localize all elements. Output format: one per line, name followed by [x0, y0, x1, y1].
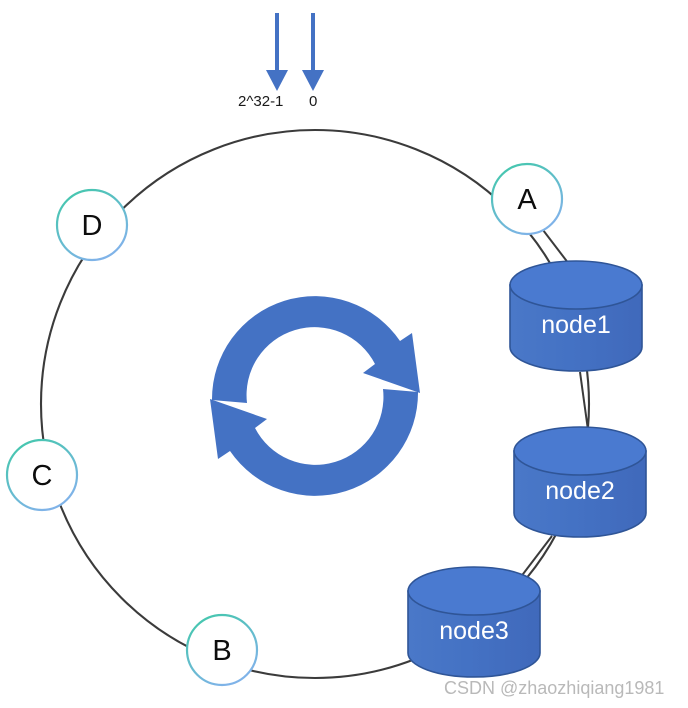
- server-node1-top: [509, 260, 643, 310]
- ring-node-d-circle: [55, 188, 129, 262]
- server-node3[interactable]: node3: [407, 566, 541, 678]
- marker-max-arrowhead: [266, 70, 288, 91]
- connector-node2-node3: [519, 535, 553, 579]
- sync-arrow-top: [211, 296, 420, 403]
- marker-zero-arrowhead: [302, 70, 324, 91]
- hash-ring-circle: [39, 128, 591, 680]
- ring-node-b-circle: [185, 613, 259, 687]
- ring-node-a[interactable]: A: [490, 162, 564, 236]
- ring-node-b-label: B: [212, 635, 231, 667]
- sync-arrow-bottom: [210, 389, 419, 496]
- marker-zero-label: 0: [309, 93, 317, 110]
- server-node2-label: node2: [545, 477, 615, 505]
- ring-node-c-label: C: [32, 460, 53, 492]
- server-node1-label: node1: [541, 311, 611, 339]
- server-node1[interactable]: node1: [509, 260, 643, 372]
- ring-node-a-label: A: [517, 184, 537, 216]
- server-node2[interactable]: node2: [513, 426, 647, 538]
- hash-range-markers: 2^32-1 0: [238, 13, 324, 110]
- server-node3-top: [407, 566, 541, 616]
- ring-node-d-label: D: [82, 210, 103, 242]
- connector-node1-node2: [579, 371, 589, 431]
- ring-node-c-circle: [5, 438, 79, 512]
- marker-max-label: 2^32-1: [238, 93, 283, 110]
- server-node2-top: [513, 426, 647, 476]
- ring-node-c[interactable]: C: [5, 438, 79, 512]
- circular-arrows-icon: [210, 296, 420, 496]
- ring-node-a-circle: [490, 162, 564, 236]
- ring-node-b[interactable]: B: [185, 613, 259, 687]
- watermark: CSDN @zhaozhiqiang1981: [444, 678, 664, 698]
- server-node3-label: node3: [439, 617, 509, 645]
- ring-node-d[interactable]: D: [55, 188, 129, 262]
